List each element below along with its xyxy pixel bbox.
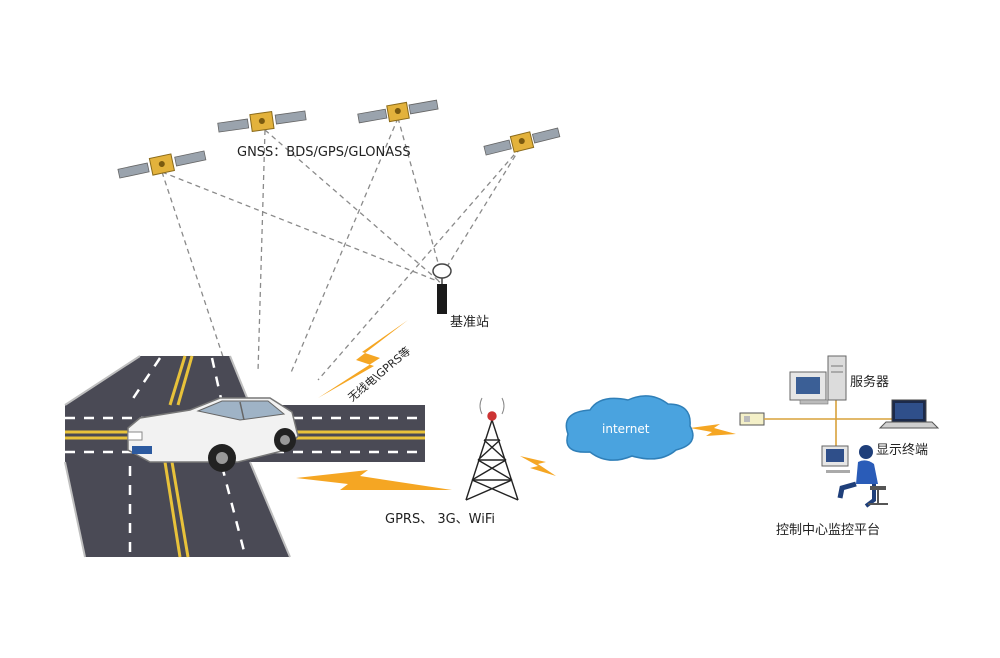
satellite-system-label: GNSS：BDS/GPS/GLONASS	[237, 145, 411, 160]
base-station-icon	[432, 263, 452, 314]
satellite-icon	[117, 150, 207, 179]
lightning-icon	[318, 320, 408, 398]
modem-icon	[739, 412, 765, 426]
satellite-icon	[483, 127, 561, 156]
signal-line	[317, 147, 521, 381]
cloud-icon	[565, 395, 694, 461]
base-station-label: 基准站	[450, 315, 489, 330]
lightning-icon	[520, 456, 556, 476]
display-terminal-label: 显示终端	[876, 442, 928, 458]
network-lines	[764, 400, 892, 446]
signal-line	[289, 117, 399, 376]
operator-icon	[821, 445, 888, 508]
tower-icon	[465, 397, 519, 501]
laptop-icon	[878, 399, 940, 429]
car-icon	[127, 397, 299, 472]
satellite-icon	[357, 99, 439, 124]
internet-label: internet	[602, 422, 650, 436]
signal-line	[444, 147, 521, 271]
signal-line	[264, 129, 441, 283]
signal-line	[397, 117, 441, 271]
signal-line	[161, 171, 229, 373]
signal-line	[257, 129, 266, 373]
server-label: 服务器	[850, 374, 889, 390]
lightning-icon	[690, 424, 736, 436]
control-center-label: 控制中心监控平台	[776, 523, 880, 538]
satellite-icon	[217, 110, 307, 133]
lightning-icon	[296, 470, 452, 490]
network-types-label: GPRS、 3G、WiFi	[385, 512, 495, 527]
satellite-signal-lines	[161, 117, 521, 381]
server-icon	[789, 355, 847, 405]
signal-line	[161, 171, 441, 283]
